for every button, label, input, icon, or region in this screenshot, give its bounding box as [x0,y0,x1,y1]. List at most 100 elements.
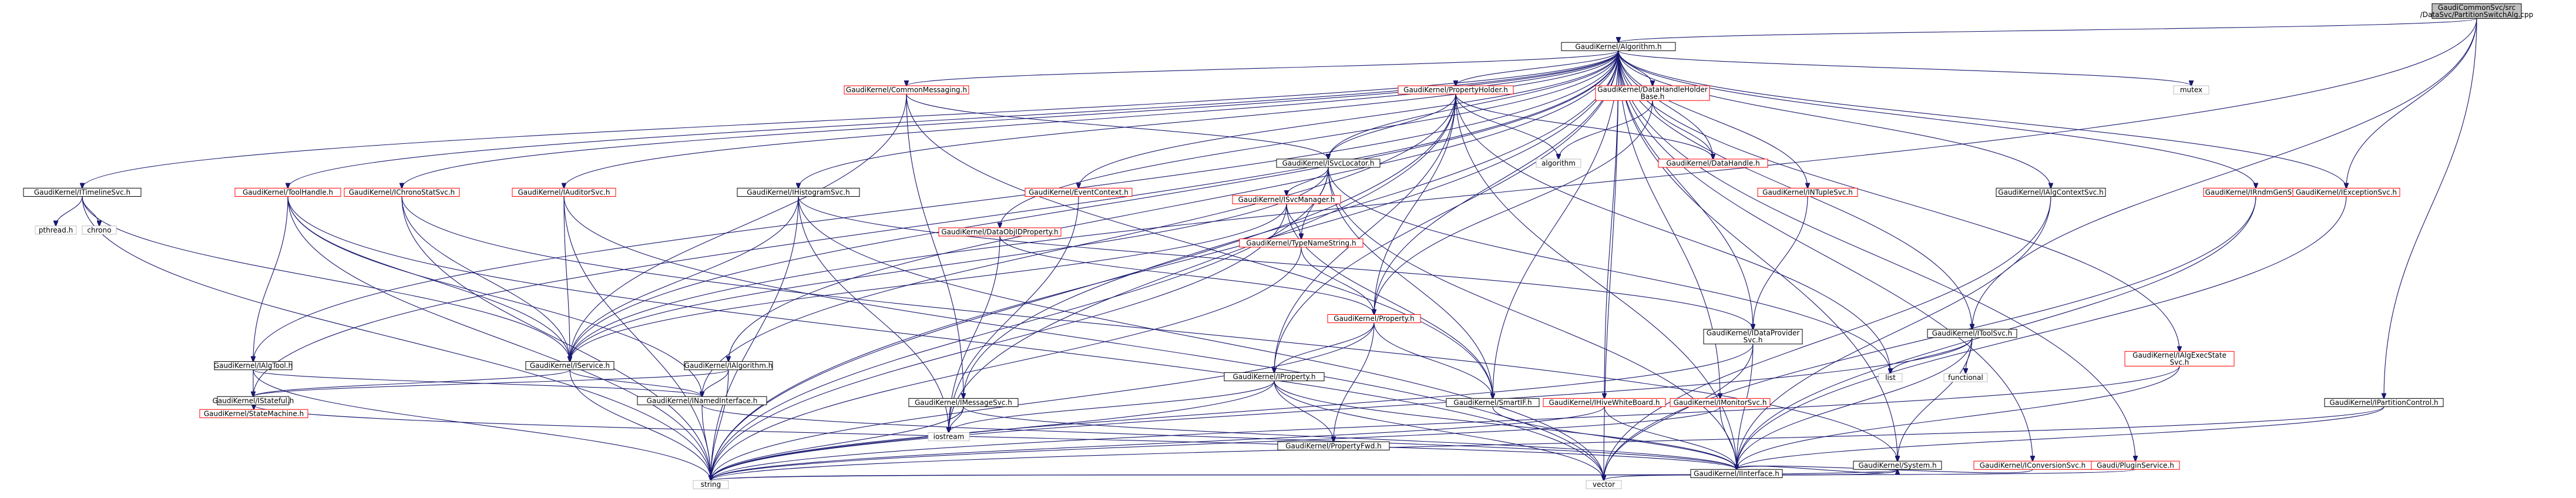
edge-ialgorithm-to-string [711,369,729,480]
edge-istateful-to-statemachine [253,405,254,409]
node-box-root [2431,3,2522,19]
node-irndmgensvc[interactable]: GaudiKernel/IRndmGenSvc.h [2203,187,2309,197]
node-eventcontext[interactable]: GaudiKernel/EventContext.h [1025,187,1133,197]
node-iproperty[interactable]: GaudiKernel/IProperty.h [1224,372,1325,382]
node-box-mutex [2173,85,2209,95]
node-propertyfwd[interactable]: GaudiKernel/PropertyFwd.h [1277,441,1390,450]
edge-imonitorsvc-to-iinterface [1719,406,1737,470]
node-isvcmanager[interactable]: GaudiKernel/ISvcManager.h [1232,195,1341,204]
edge-chronostatsvc-to-system [401,196,1897,461]
node-box-imonitorsvc [1670,398,1771,408]
node-string[interactable]: string [693,480,729,489]
edge-itimelinesvc-to-string [82,196,711,480]
edge-isvclocator-to-string [711,167,1329,480]
edge-ialgexecstatesvc-to-string [711,366,2180,480]
node-label-datahandleholder: Base.h [1641,93,1665,101]
node-root[interactable]: GaudiCommonSvc/src/DataSvc/PartitionSwit… [2420,3,2534,19]
node-box-pluginservice [2091,460,2180,470]
edge-propertyholder-to-property [1374,94,1456,314]
edge-dataobjid-to-property [999,235,1374,314]
node-label-isvclocator: GaudiKernel/ISvcLocator.h [1282,159,1375,167]
node-iostream[interactable]: iostream [928,432,970,442]
node-ialgorithm[interactable]: GaudiKernel/IAlgorithm.h [684,361,773,371]
edge-algorithm-to-itimelinesvc [82,51,1619,188]
edge-imessagesvc-to-string [711,406,964,481]
node-chrono[interactable]: chrono [82,226,117,235]
node-ialgtool[interactable]: GaudiKernel/IAlgTool.h [214,361,293,371]
node-iservice[interactable]: GaudiKernel/IService.h [525,361,614,371]
node-iconversionsvc[interactable]: GaudiKernel/IConversionSvc.h [1973,460,2092,470]
edge-algorithm-to-commonmessaging [906,50,1619,86]
edge-isvcmanager-to-string [711,204,1287,480]
edge-commonmessaging-to-imessagesvc [906,94,963,398]
node-ialgcontextsvc[interactable]: GaudiKernel/IAlgContextSvc.h [1996,187,2106,197]
node-box-propertyfwd [1277,441,1390,450]
node-datahandle[interactable]: GaudiKernel/DataHandle.h [1658,159,1768,168]
node-isvclocator[interactable]: GaudiKernel/ISvcLocator.h [1276,159,1381,168]
node-list[interactable]: list [1878,373,1903,382]
node-label-root: GaudiCommonSvc/src [2438,4,2515,12]
node-label-datahandleholder: GaudiKernel/DataHandleHolder [1597,86,1708,94]
node-inamedinterface[interactable]: GaudiKernel/INamedInterface.h [637,396,767,405]
node-iauditorsvc[interactable]: GaudiKernel/IAuditorSvc.h [512,187,616,197]
node-ihivewhiteboard[interactable]: GaudiKernel/IHiveWhiteBoard.h [1543,398,1666,408]
node-box-propertyholder [1398,85,1514,95]
node-algorithm_std[interactable]: algorithm [1536,159,1581,168]
node-imessagesvc[interactable]: GaudiKernel/IMessageSvc.h [908,398,1019,408]
node-box-system [1853,460,1942,470]
node-pthread[interactable]: pthread.h [35,226,77,235]
edge-typenamestring-to-property [1301,247,1374,315]
edge-itimelinesvc-to-pthread [56,196,83,226]
node-label-iproperty: GaudiKernel/IProperty.h [1233,372,1316,381]
node-algorithm[interactable]: GaudiKernel/Algorithm.h [1561,42,1676,51]
edge-ialgorithm-to-istateful [253,369,729,397]
node-mutex[interactable]: mutex [2173,85,2209,95]
edge-algorithm-to-eventcontext [1079,51,1619,188]
node-vector[interactable]: vector [1586,480,1622,489]
edge-algorithm-to-istateful [253,51,1619,396]
edge-root-to-algorithm [1618,18,2477,42]
node-dataobjid[interactable]: GaudiKernel/DataObjIDProperty.h [938,227,1062,237]
node-itoolsvc[interactable]: GaudiKernel/IToolSvc.h [1927,329,2017,338]
node-intuplesvc[interactable]: GaudiKernel/INTupleSvc.h [1757,187,1858,197]
node-pluginservice[interactable]: Gaudi/PluginService.h [2091,460,2180,470]
node-layer: GaudiCommonSvc/src/DataSvc/PartitionSwit… [23,3,2534,489]
edge-commonmessaging-to-iservice [570,94,907,361]
node-imonitorsvc[interactable]: GaudiKernel/IMonitorSvc.h [1670,398,1771,408]
node-label-iinterface: GaudiKernel/IInterface.h [1694,469,1779,477]
node-propertyholder[interactable]: GaudiKernel/PropertyHolder.h [1398,85,1514,95]
edge-property-to-iproperty [1274,322,1375,373]
edge-algorithm-to-mutex [1618,50,2191,86]
node-itimelinesvc[interactable]: GaudiKernel/ITimelineSvc.h [23,187,142,197]
node-iexceptionsvc[interactable]: GaudiKernel/IExceptionSvc.h [2292,187,2400,197]
node-box-algorithm_std [1536,159,1581,168]
node-system[interactable]: GaudiKernel/System.h [1853,460,1942,470]
node-ipartitioncontrol[interactable]: GaudiKernel/IPartitionControl.h [2324,398,2444,408]
node-property[interactable]: GaudiKernel/Property.h [1327,314,1421,324]
node-ihistogramsvc[interactable]: GaudiKernel/IHistogramSvc.h [737,187,860,197]
node-istateful[interactable]: GaudiKernel/IStateful.h [213,396,294,405]
node-chronostatsvc[interactable]: GaudiKernel/IChronoStatSvc.h [344,187,460,197]
node-label-istateful: GaudiKernel/IStateful.h [213,396,294,405]
node-label-iauditorsvc: GaudiKernel/IAuditorSvc.h [518,188,610,196]
node-commonmessaging[interactable]: GaudiKernel/CommonMessaging.h [844,85,969,95]
edge-propertyholder-to-algorithm_std [1455,94,1559,159]
node-smartif[interactable]: GaudiKernel/SmartIF.h [1446,398,1540,408]
node-label-imessagesvc: GaudiKernel/IMessageSvc.h [915,398,1012,406]
node-typenamestring[interactable]: GaudiKernel/TypeNameString.h [1239,238,1363,248]
node-box-iostream [928,432,970,442]
node-toolhandle[interactable]: GaudiKernel/ToolHandle.h [234,187,341,197]
node-box-iexceptionsvc [2292,187,2400,197]
edge-algorithm-to-string [711,51,1619,480]
edge-ipartitioncontrol-to-iinterface [1737,406,2384,470]
node-functional[interactable]: functional [1943,373,1988,382]
edge-algorithm-to-datahandle [1618,51,1713,159]
edge-iproperty-to-iostream [949,381,1275,433]
edge-algorithm-to-ialgorithm [728,51,1619,361]
node-iinterface[interactable]: GaudiKernel/IInterface.h [1690,469,1783,478]
edge-toolhandle-to-string [287,196,711,480]
node-statemachine[interactable]: GaudiKernel/StateMachine.h [199,409,308,418]
